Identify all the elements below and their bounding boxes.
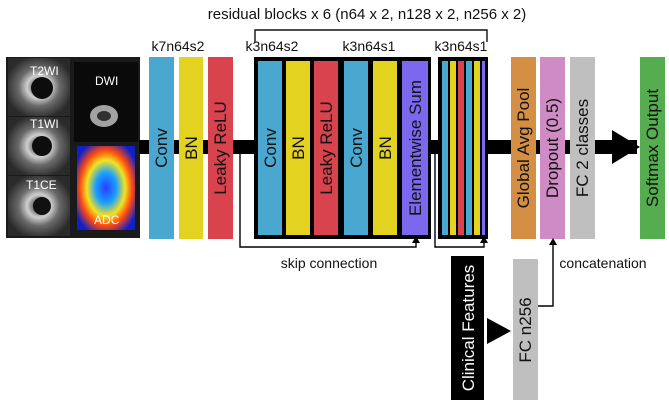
t1wi-label: T1WI <box>30 117 59 131</box>
bn-block-res-1 <box>286 61 310 235</box>
dwi-image <box>74 62 138 142</box>
conv-block-res-1 <box>258 61 282 235</box>
res-second-label: k3n64s1 <box>343 38 396 54</box>
bn-block-stem <box>179 57 203 239</box>
stack-stripe-3 <box>458 61 464 235</box>
global-avg-pool-label: Global Avg Pool <box>514 88 533 209</box>
stem-label: k7n64s2 <box>152 38 205 54</box>
conv-res-1-label: Conv <box>261 128 280 168</box>
stack-stripe-5 <box>474 61 480 235</box>
softmax-output-label: Softmax Output <box>643 89 662 207</box>
global-avg-pool-block <box>511 57 536 239</box>
t2wi-label: T2WI <box>30 64 59 78</box>
conv-stem-label: Conv <box>152 128 171 168</box>
t1ce-label: T1CE <box>26 178 57 192</box>
conv-block-stem <box>149 57 174 239</box>
stack-stripe-2 <box>450 61 456 235</box>
leaky-relu-res-label: Leaky ReLU <box>317 101 336 195</box>
t2wi-lumen <box>31 77 53 99</box>
elementwise-sum-label: Elementwise Sum <box>406 80 425 216</box>
concatenation-arrowhead <box>549 238 557 245</box>
skip-connection-line <box>239 154 417 248</box>
bn-res-2-label: BN <box>376 136 395 160</box>
residual-bracket <box>254 29 488 42</box>
leaky-relu-stem-label: Leaky ReLU <box>211 101 230 195</box>
t1ce-lumen <box>33 197 51 215</box>
conv-res-2-label: Conv <box>347 128 366 168</box>
stack-skip-arrowhead <box>480 236 488 243</box>
res-stack-label: k3n64s1 <box>435 38 488 54</box>
concatenation-label: concatenation <box>559 255 646 271</box>
res-first-label: k3n64s2 <box>246 38 299 54</box>
bn-stem-label: BN <box>182 136 201 160</box>
bn-block-res-2 <box>373 61 397 235</box>
dwi-label: DWI <box>95 74 118 88</box>
stack-stripe-6 <box>482 61 485 235</box>
stack-skip-line <box>434 154 485 248</box>
fc-n256-block <box>513 259 538 400</box>
adc-label: ADC <box>94 213 120 227</box>
clinical-features-label: Clinical Features <box>459 265 478 392</box>
residual-block-container <box>254 57 431 239</box>
fc-2-classes-label: FC 2 classes <box>573 99 592 197</box>
softmax-output-block <box>640 57 665 239</box>
leaky-relu-block-res <box>314 61 338 235</box>
stack-stripe-4 <box>466 61 472 235</box>
fc-n256-label: FC n256 <box>516 297 535 362</box>
elementwise-sum-block <box>402 61 428 235</box>
t1wi-lumen <box>32 136 52 156</box>
main-flow-arrowhead <box>612 130 640 164</box>
skip-connection-arrowhead <box>412 236 420 243</box>
adc-image <box>77 146 135 230</box>
dropout-label: Dropout (0.5) <box>543 98 562 198</box>
dropout-block <box>540 57 565 239</box>
conv-block-res-2 <box>344 61 368 235</box>
fc-2-classes-block <box>570 57 595 239</box>
stack-stripe-1 <box>442 61 448 235</box>
input-images: T2WI T1WI T1CE DWI ADC <box>6 57 140 238</box>
leaky-relu-block-stem <box>208 57 233 239</box>
clinical-features-block <box>451 256 484 400</box>
bn-res-1-label: BN <box>289 136 308 160</box>
diagram-title: residual blocks x 6 (n64 x 2, n128 x 2, … <box>208 6 527 23</box>
skip-connection-label: skip connection <box>281 255 378 271</box>
clinical-arrowhead <box>487 318 511 344</box>
dwi-dark-core <box>97 111 111 121</box>
concatenation-line <box>538 243 554 307</box>
